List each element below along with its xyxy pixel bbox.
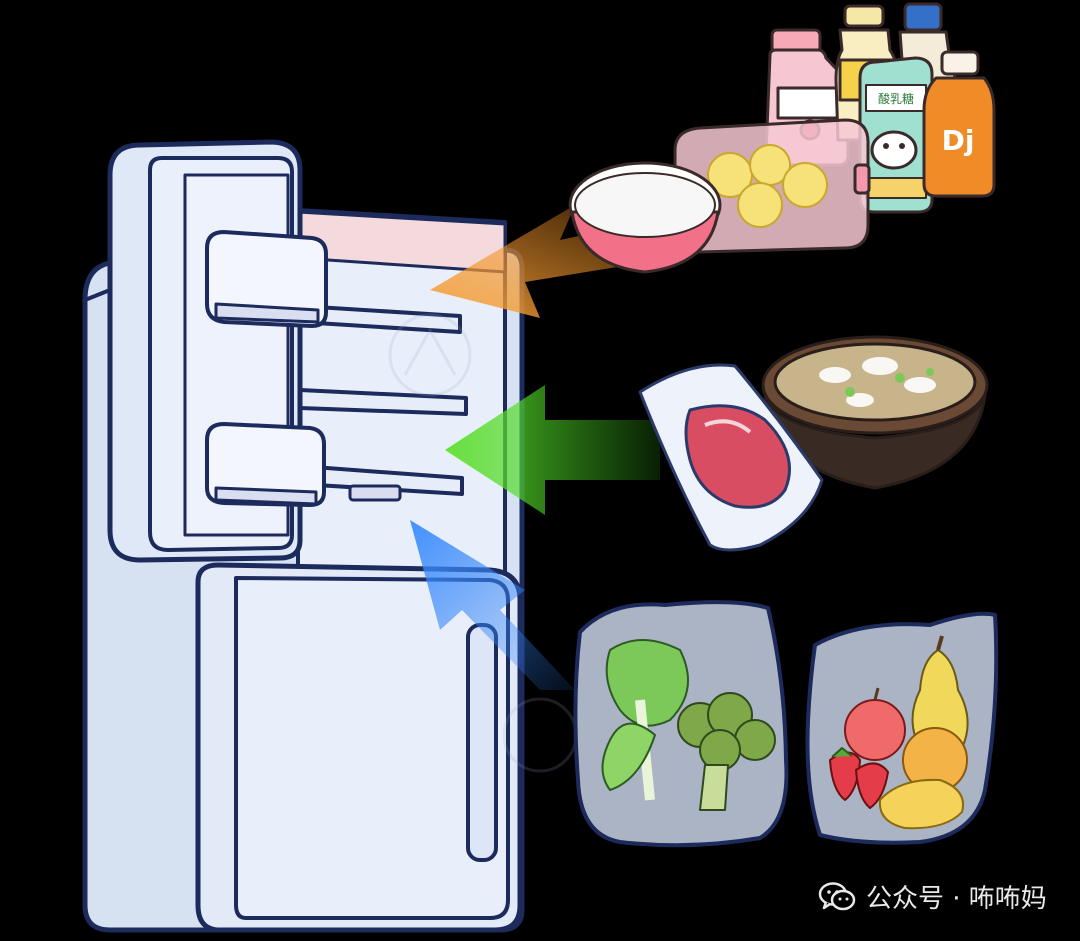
vegetable-bag [573,600,789,848]
bok-choy [601,639,689,801]
juice-label: Dj [942,124,975,157]
refrigerator [82,139,525,933]
rice-bowl [568,161,722,274]
wechat-account-caption: 公众号 · 咘咘妈 [818,878,1047,915]
yogurt-carton: 酸乳糖 [858,56,934,214]
caption-text: 公众号 · 咘咘妈 [866,884,1047,914]
arrow-bottom [410,520,575,690]
stew-bowl [761,335,989,490]
meat-bag [638,363,824,552]
wechat-icon [818,881,856,910]
broccoli [677,692,776,811]
watermark-logo [388,313,578,773]
mango [878,778,964,830]
apple [844,687,906,761]
strawberries [829,747,889,809]
lemon-container [663,118,871,254]
fruit-bag [805,611,999,845]
juice-bottle: Dj [922,50,996,198]
arrow-middle [445,385,660,515]
yogurt-label: 酸乳糖 [878,91,914,106]
